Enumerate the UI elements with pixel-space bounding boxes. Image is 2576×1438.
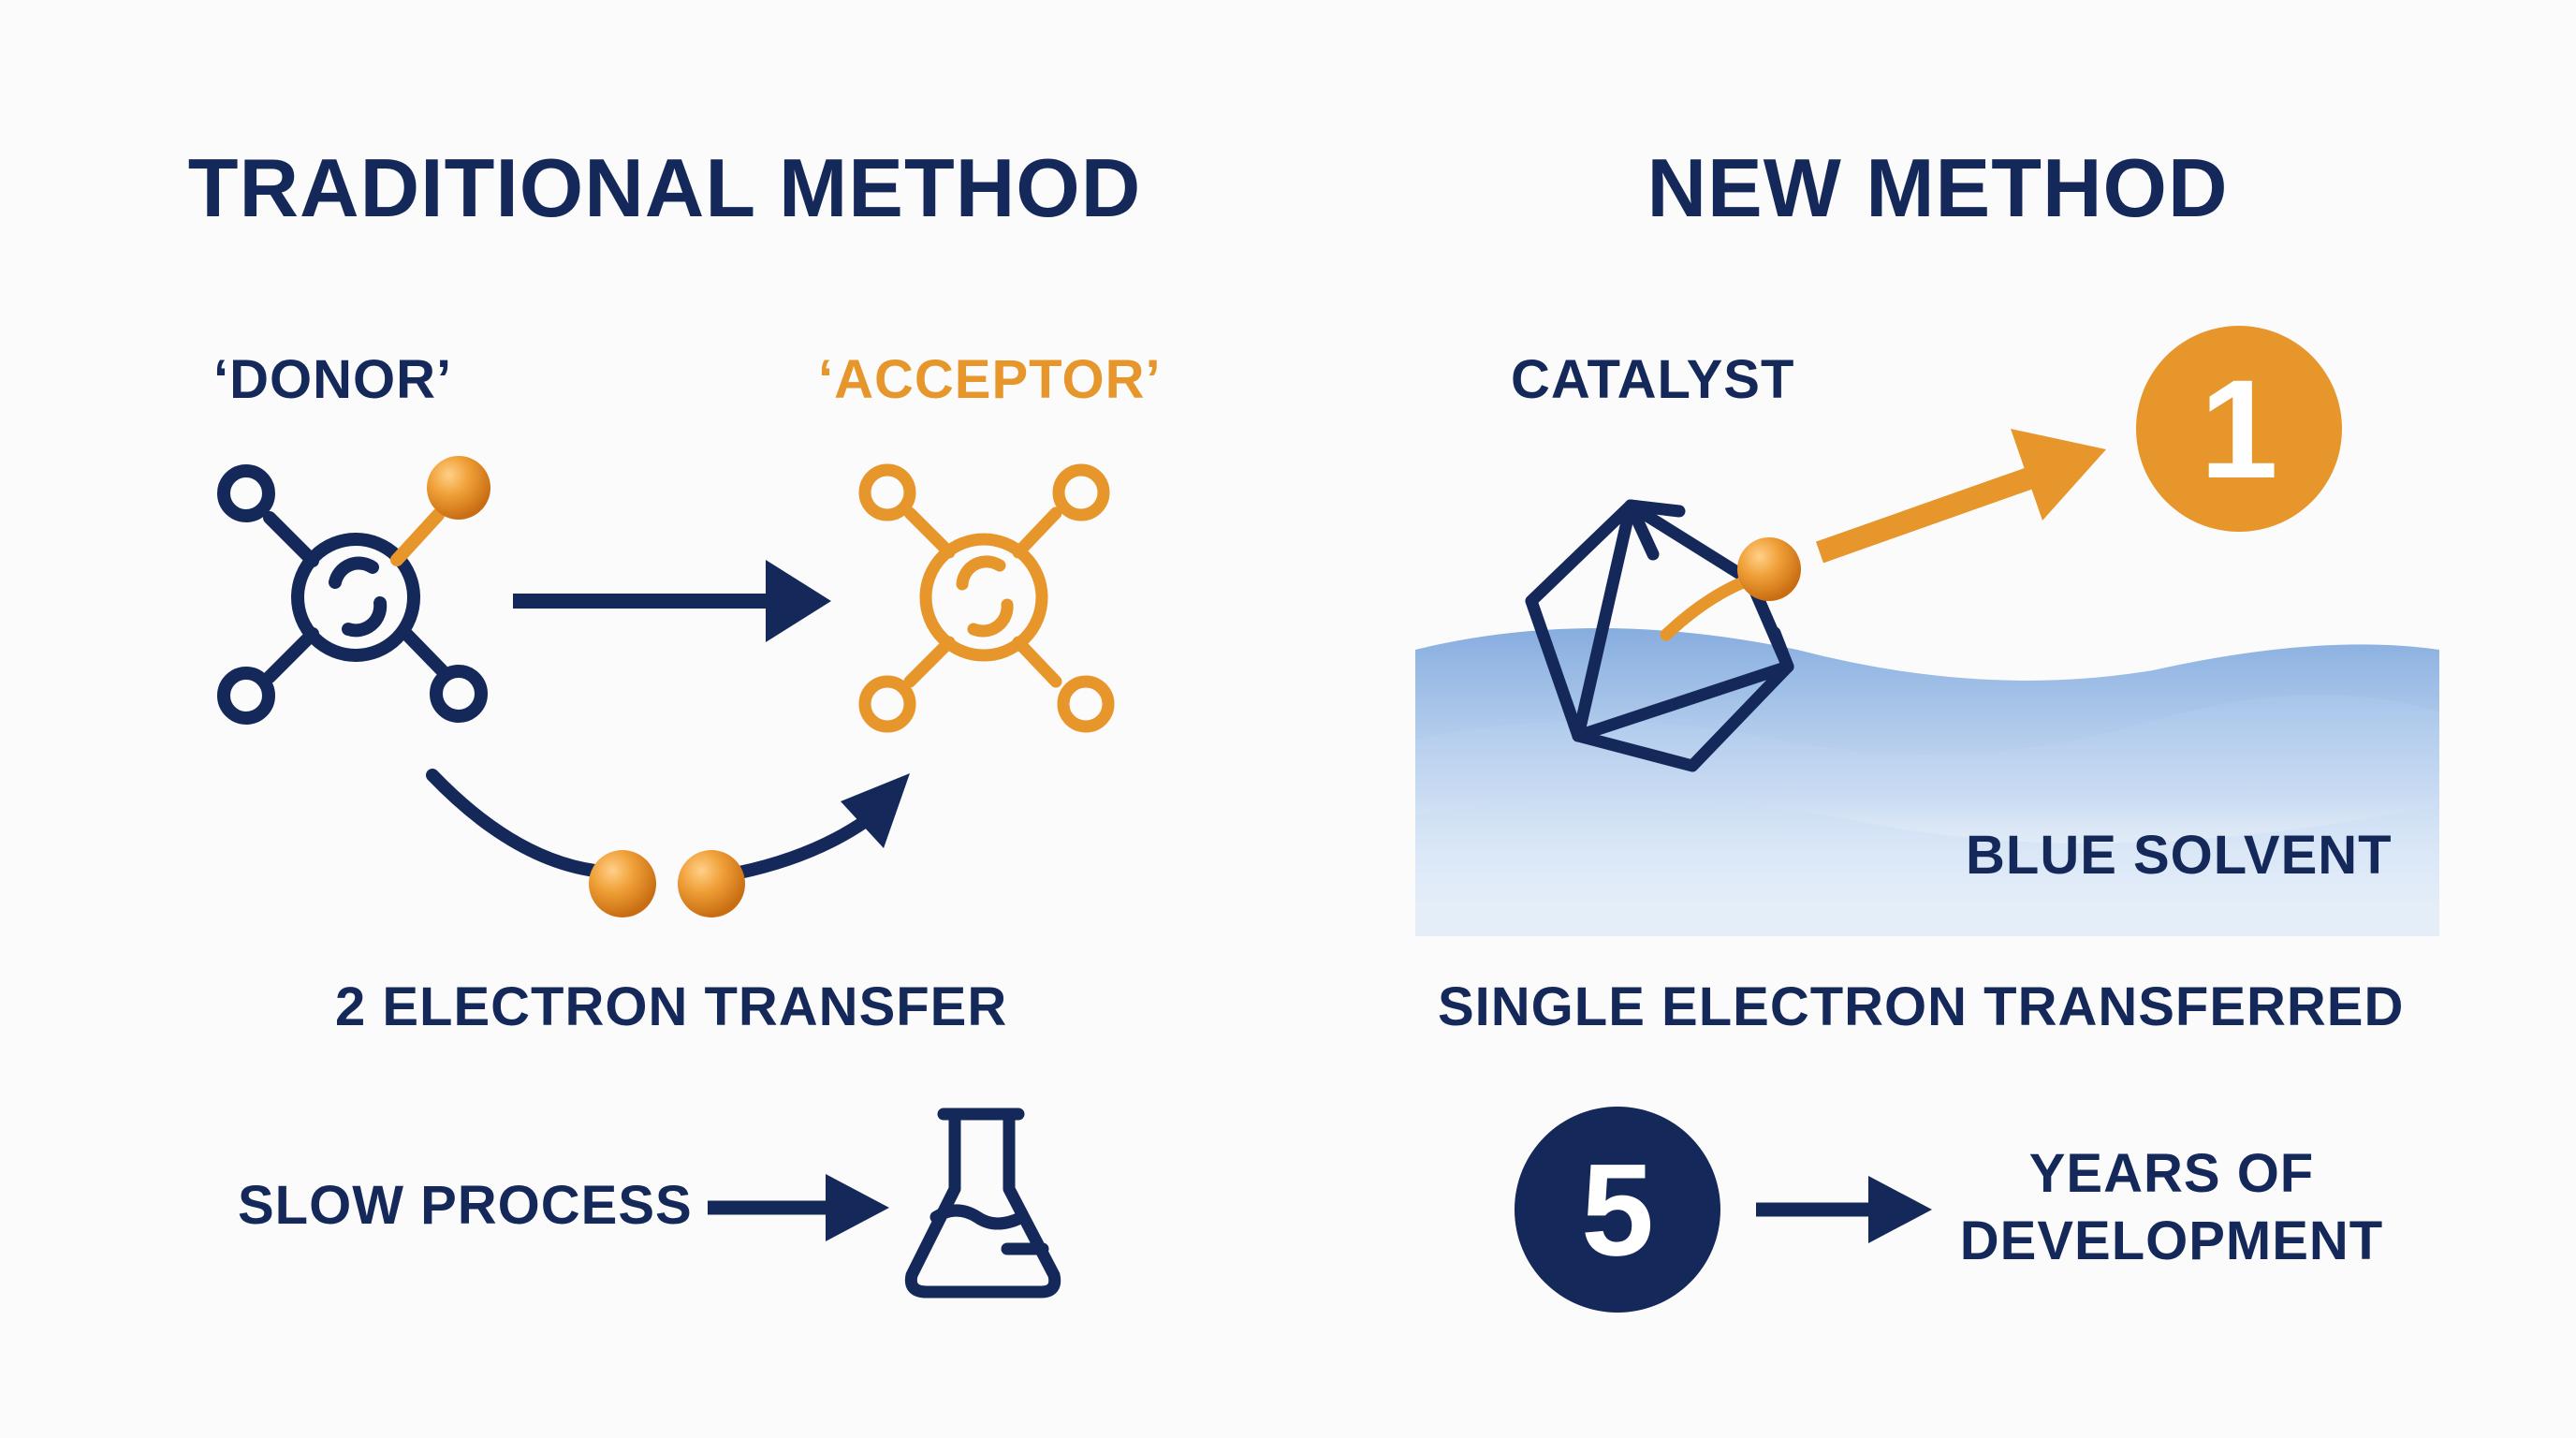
donor-atom-top-left <box>217 464 275 522</box>
donor-atom-bottom-left <box>217 667 275 725</box>
acceptor-bond-bottom-right <box>1012 636 1062 688</box>
two-electron-transfer-label: 2 ELECTRON TRANSFER <box>335 976 1008 1037</box>
acceptor-bond-top-left <box>903 506 956 559</box>
acceptor-atom-bottom-right <box>1057 675 1115 733</box>
years-of-label: YEARS OF <box>2028 1143 2315 1204</box>
development-label: DEVELOPMENT <box>1959 1211 2384 1271</box>
acceptor-atom-bottom-left <box>858 675 916 733</box>
donor-core-ring <box>291 533 420 662</box>
single-electron-transferred-label: SINGLE ELECTRON TRANSFERRED <box>1438 976 2405 1037</box>
slow-process-arrow <box>708 1174 889 1241</box>
electron-ball-2 <box>678 850 745 917</box>
acceptor-bond-top-right <box>1012 506 1062 559</box>
donor-molecule <box>217 464 488 725</box>
badge-five-number: 5 <box>1581 1137 1654 1284</box>
donor-core-arc-top <box>329 556 379 589</box>
single-electron-arrow <box>1816 429 2106 564</box>
blue-solvent-water <box>1415 628 2439 936</box>
donor-atom-bottom-right <box>430 665 488 723</box>
acceptor-core-arc-top <box>956 555 1006 591</box>
catalyst-label: CATALYST <box>1511 349 1795 410</box>
catalyst-electron-ball <box>1737 537 1801 601</box>
donor-bond-bottom-right <box>400 627 448 677</box>
acceptor-core-ring <box>919 533 1048 662</box>
catalyst-electron-bond <box>1660 576 1749 641</box>
acceptor-molecule <box>858 463 1115 733</box>
badge-one-circle <box>2136 326 2342 532</box>
donor-bond-bottom-left <box>263 627 319 683</box>
donor-electron-ball <box>427 456 490 520</box>
donor-bond-top-left <box>263 511 319 567</box>
acceptor-core-arc-bottom <box>967 598 1014 638</box>
acceptor-label: ‘ACCEPTOR’ <box>818 349 1162 410</box>
badge-one-number: 1 <box>2200 350 2277 507</box>
flask-icon <box>904 1108 1061 1299</box>
acceptor-atom-top-left <box>858 463 916 521</box>
traditional-method-title: TRADITIONAL METHOD <box>187 141 1142 234</box>
slow-process-label: SLOW PROCESS <box>238 1175 693 1236</box>
years-arrow <box>1756 1176 1932 1243</box>
transfer-arrow <box>513 560 831 642</box>
donor-label: ‘DONOR’ <box>213 349 453 410</box>
new-method-title: NEW METHOD <box>1647 141 2229 234</box>
donor-core-arc-bottom <box>342 596 388 638</box>
electron-pair-arrow <box>426 769 910 917</box>
badge-five-circle <box>1515 1107 1720 1313</box>
donor-electron-bond <box>390 508 445 566</box>
acceptor-atom-top-right <box>1052 463 1110 521</box>
blue-solvent-label: BLUE SOLVENT <box>1966 825 2393 886</box>
electron-ball-1 <box>589 850 656 917</box>
acceptor-bond-bottom-left <box>903 636 956 688</box>
